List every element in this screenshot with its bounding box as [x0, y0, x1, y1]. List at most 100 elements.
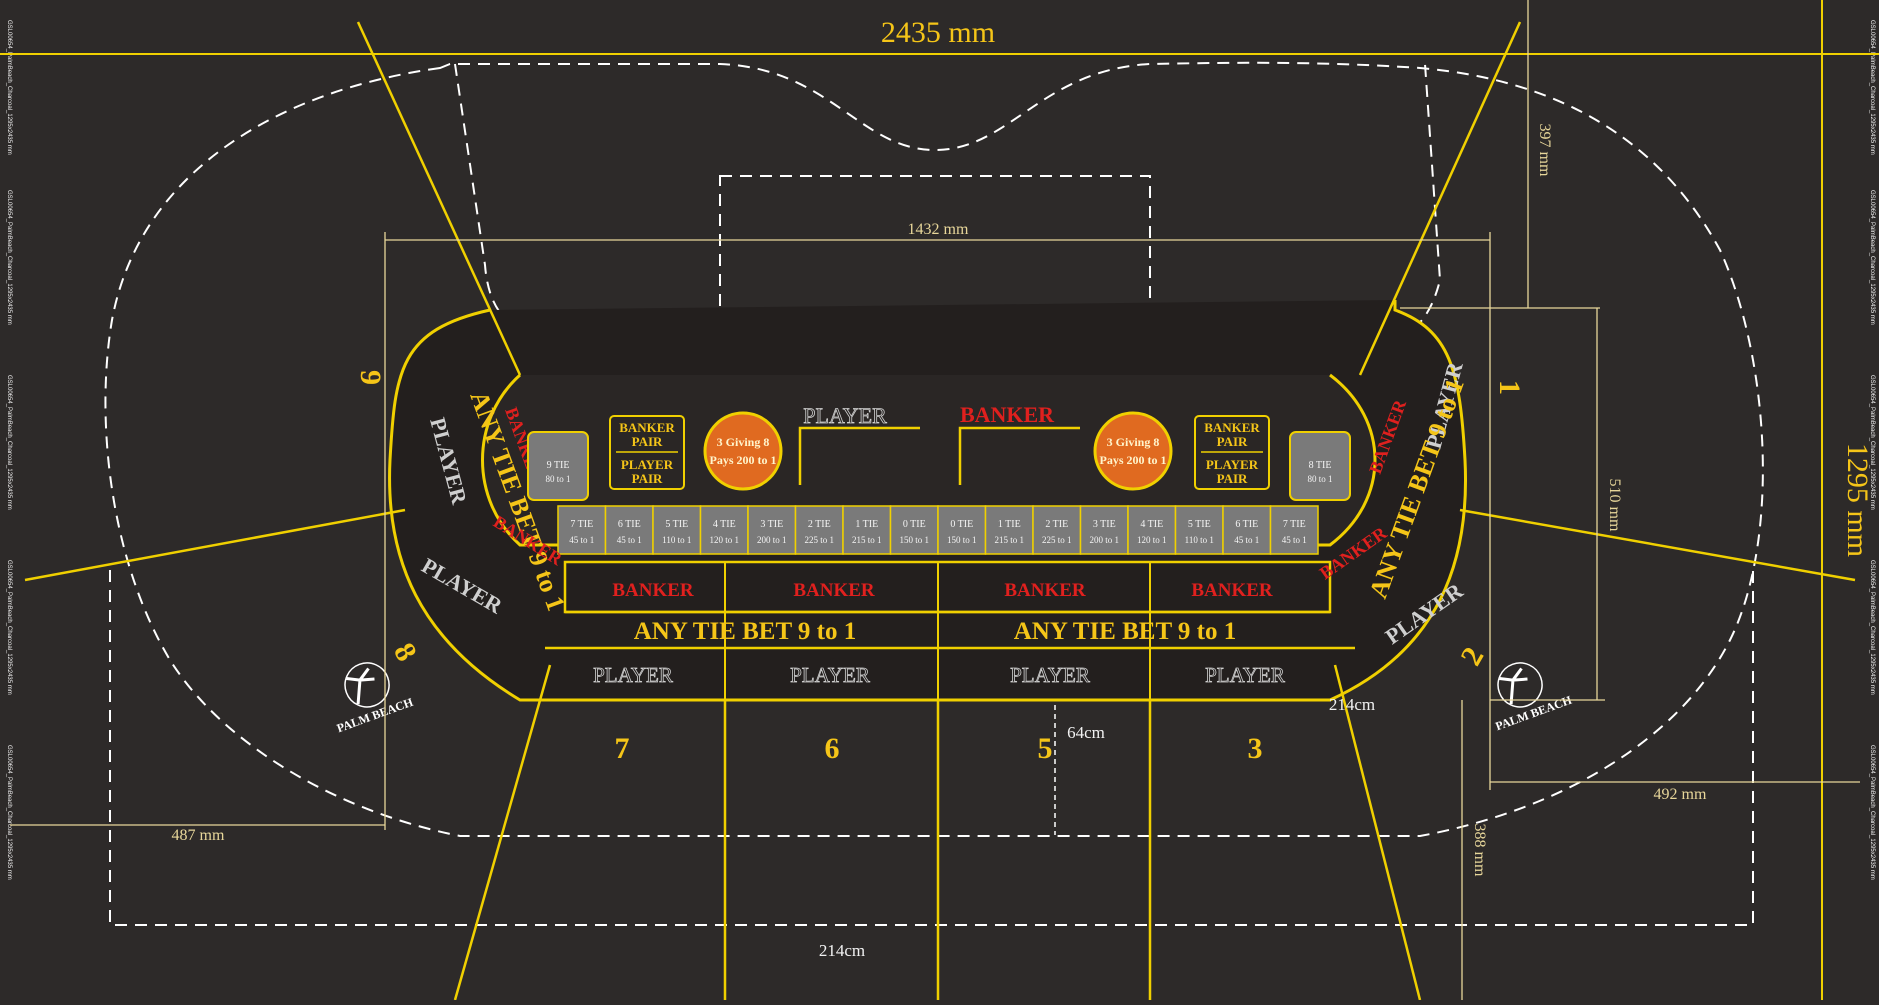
banker-row: BANKER BANKER BANKER BANKER: [612, 580, 1273, 601]
corner-ties-left: 9 TIE 80 to 1: [527, 431, 589, 501]
tie-odds-cell: 0 TIE 150 to 1: [889, 505, 939, 555]
svg-text:PAIR: PAIR: [632, 434, 663, 449]
tie-label: 2 TIE: [808, 519, 831, 530]
seat-6: 6: [825, 732, 840, 765]
tie-odds: 150 to 1: [947, 535, 977, 545]
svg-text:Pays 200 to 1: Pays 200 to 1: [1100, 453, 1167, 467]
banker-bet-5: BANKER: [1004, 580, 1086, 601]
tie-odds: 120 to 1: [709, 535, 739, 545]
tie-odds-cell: 6 TIE 45 to 1: [604, 505, 654, 555]
tie-label: 2 TIE: [1045, 519, 1068, 530]
tie-label: 5 TIE: [665, 519, 688, 530]
svg-text:GSL00654_PalmBeach_Charcoal_12: GSL00654_PalmBeach_Charcoal_1295x2435 mm: [1869, 560, 1875, 695]
tie-odds: 45 to 1: [569, 535, 594, 545]
dim-height-total: 1295 mm: [1841, 443, 1874, 557]
svg-text:3 Giving 8: 3 Giving 8: [1107, 435, 1160, 449]
seat-5: 5: [1038, 732, 1053, 765]
tie-odds-cell: 2 TIE 225 to 1: [794, 505, 844, 555]
tie-odds: 200 to 1: [1089, 535, 1119, 545]
banker-bet-7: BANKER: [612, 580, 694, 601]
dim-inner-width: 1432 mm: [908, 221, 969, 238]
tie-label: 6 TIE: [618, 519, 641, 530]
dim-width-total: 2435 mm: [881, 16, 995, 49]
dim-bottom-span: 214cm: [819, 941, 865, 960]
seat-2: 2: [1454, 642, 1490, 671]
tie-odds: 45 to 1: [1282, 535, 1307, 545]
seat-3: 3: [1248, 732, 1263, 765]
banker-bet-6: BANKER: [793, 580, 875, 601]
outer-dashed-outline: [104, 61, 1764, 837]
palm-icon: [1499, 667, 1528, 705]
any-tie-row: ANY TIE BET 9 to 1 ANY TIE BET 9 to 1: [634, 618, 1237, 645]
banker-pair-left: BANKER: [619, 420, 675, 435]
player-bet-5: PLAYER: [1010, 663, 1090, 687]
dealer-card-area: PLAYER BANKER: [798, 402, 1080, 485]
banker-bet-3: BANKER: [1191, 580, 1273, 601]
tie-label: 3 TIE: [760, 519, 783, 530]
dim-right-margin: 492 mm: [1654, 786, 1707, 803]
dim-left-margin: 487 mm: [172, 827, 225, 844]
tie-odds: 225 to 1: [804, 535, 834, 545]
corner-tie-right: 8 TIE: [1309, 460, 1332, 471]
palm-beach-logo-left: PALM BEACH: [335, 662, 415, 735]
tie-odds: 110 to 1: [1185, 535, 1214, 545]
corner-ties-right: 8 TIE 80 to 1: [1289, 431, 1351, 501]
tie-label: 3 TIE: [1093, 519, 1116, 530]
player-pair-left: PLAYER: [621, 457, 674, 472]
tie-label: 0 TIE: [903, 519, 926, 530]
svg-text:80 to 1: 80 to 1: [1307, 474, 1332, 484]
tie-odds: 150 to 1: [899, 535, 929, 545]
svg-text:GSL00654_PalmBeach_Charcoal_12: GSL00654_PalmBeach_Charcoal_1295x2435 mm: [6, 745, 12, 880]
banker-pair-right: BANKER: [1204, 420, 1260, 435]
player-bet-3: PLAYER: [1205, 663, 1285, 687]
svg-text:GSL00654_PalmBeach_Charcoal_12: GSL00654_PalmBeach_Charcoal_1295x2435 mm: [1869, 375, 1875, 510]
corner-tie-left: 9 TIE: [547, 460, 570, 471]
seat-dividers: [24, 21, 1856, 1001]
tie-odds: 45 to 1: [1234, 535, 1259, 545]
tie-label: 5 TIE: [1188, 519, 1211, 530]
svg-text:GSL00654_PalmBeach_Charcoal_12: GSL00654_PalmBeach_Charcoal_1295x2435 mm: [6, 560, 12, 695]
seat-9: 9: [354, 370, 387, 385]
tie-label: 1 TIE: [998, 519, 1021, 530]
tie-odds: 45 to 1: [617, 535, 642, 545]
tie-label: 6 TIE: [1235, 519, 1258, 530]
svg-text:GSL00654_PalmBeach_Charcoal_12: GSL00654_PalmBeach_Charcoal_1295x2435 mm: [6, 20, 12, 155]
tie-label: 7 TIE: [1283, 519, 1306, 530]
any-tie-bet-left: ANY TIE BET 9 to 1: [634, 618, 857, 645]
svg-text:GSL00654_PalmBeach_Charcoal_12: GSL00654_PalmBeach_Charcoal_1295x2435 mm: [6, 375, 12, 510]
dim-bottom-gap: 388 mm: [1471, 824, 1488, 877]
svg-text:PAIR: PAIR: [1217, 471, 1248, 486]
tie-odds: 110 to 1: [662, 535, 691, 545]
svg-text:PALM BEACH: PALM BEACH: [1493, 693, 1574, 734]
tie-odds-cell: 5 TIE 110 to 1: [1174, 505, 1224, 555]
svg-text:GSL00654_PalmBeach_Charcoal_12: GSL00654_PalmBeach_Charcoal_1295x2435 mm: [1869, 20, 1875, 155]
tie-odds: 215 to 1: [852, 535, 882, 545]
tie-label: 7 TIE: [570, 519, 593, 530]
svg-text:PAIR: PAIR: [1217, 434, 1248, 449]
svg-text:GSL00654_PalmBeach_Charcoal_12: GSL00654_PalmBeach_Charcoal_1295x2435 mm: [1869, 190, 1875, 325]
three-giving-left: 3 Giving 8 Pays 200 to 1: [703, 411, 783, 491]
pair-box-left: BANKER PAIR PLAYER PAIR: [609, 415, 685, 490]
tie-odds-cell: 6 TIE 45 to 1: [1222, 505, 1272, 555]
three-giving-right: 3 Giving 8 Pays 200 to 1: [1093, 411, 1173, 491]
any-tie-bet-right: ANY TIE BET 9 to 1: [1014, 618, 1237, 645]
svg-text:80 to 1: 80 to 1: [545, 474, 570, 484]
side-label-right: GSL00654_PalmBeach_Charcoal_1295x2435 mm…: [1869, 20, 1875, 880]
dim-dealer-span: 214cm: [1329, 695, 1375, 714]
tie-odds: 120 to 1: [1137, 535, 1167, 545]
side-label-left: GSL00654_PalmBeach_Charcoal_1295x2435 mm…: [6, 20, 12, 880]
tie-odds-cell: 7 TIE 45 to 1: [1269, 505, 1319, 555]
player-row: PLAYER PLAYER PLAYER PLAYER: [593, 663, 1286, 688]
tie-odds-row: 7 TIE 45 to 1 6 TIE 45 to 1 5 TIE 110 to 1 4 T…: [557, 505, 1319, 555]
seat-7: 7: [615, 732, 630, 765]
